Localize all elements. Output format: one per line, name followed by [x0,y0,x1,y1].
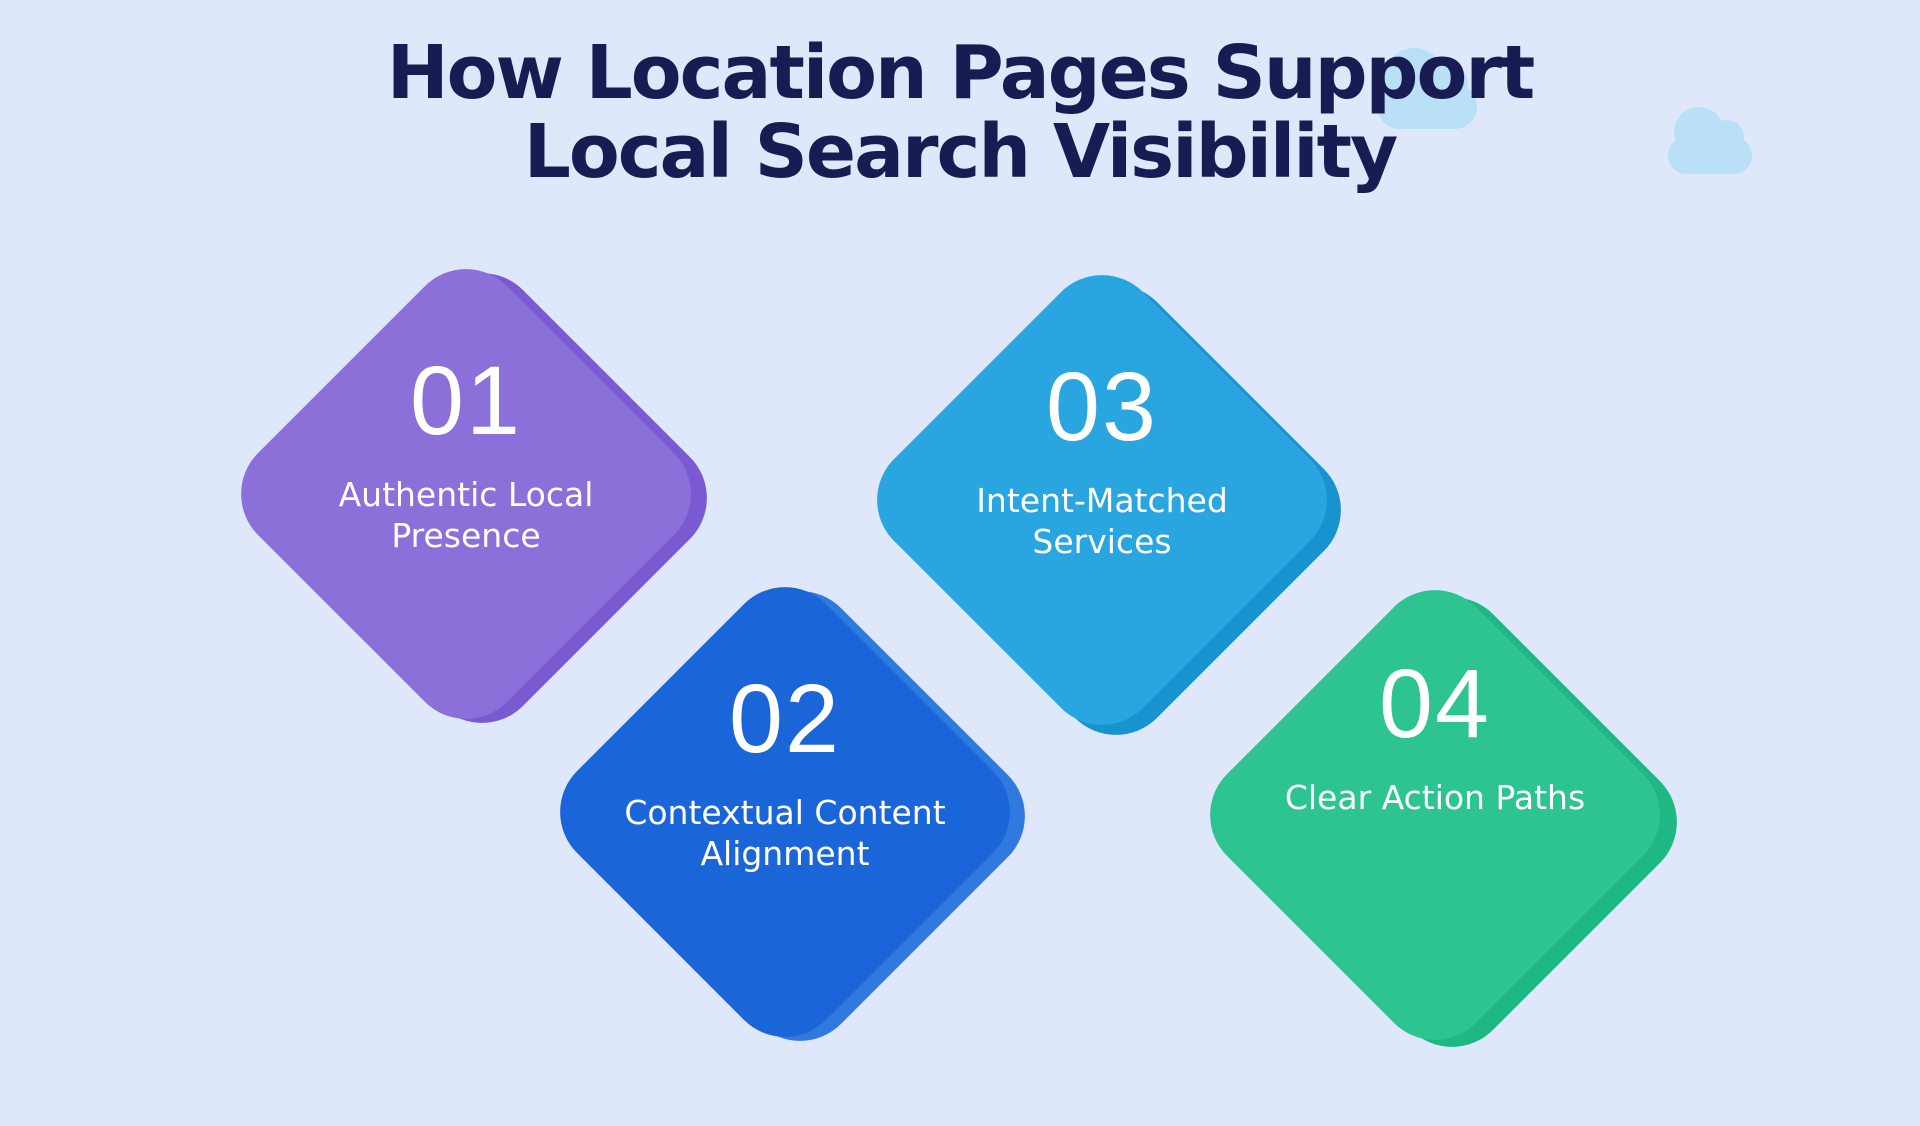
step-label: Authentic Local Presence [338,475,594,555]
cloud-icon [1377,48,1477,129]
step-content: 01 Authentic Local Presence [290,278,642,630]
step-label: Contextual Content Alignment [624,793,946,873]
step-number: 04 [1379,649,1491,759]
page-title-line2: Local Search Visibility [523,109,1399,196]
step-diamond-04: 04 Clear Action Paths [1186,566,1701,1071]
step-number: 02 [729,664,841,774]
cloud-icon [1668,107,1752,174]
step-label: Intent-Matched Services [976,481,1228,561]
step-diamond-01: 01 Authentic Local Presence [217,245,731,747]
step-label: Clear Action Paths [1284,778,1586,818]
step-content: 02 Contextual Content Alignment [609,596,961,948]
step-content: 04 Clear Action Paths [1259,561,1611,913]
page-title: How Location Pages Support Local Search … [0,30,1920,196]
step-content: 03 Intent-Matched Services [926,284,1278,636]
step-diamond-03: 03 Intent-Matched Services [853,251,1365,759]
step-diamond-02: 02 Contextual Content Alignment [536,563,1049,1065]
page-title-line1: How Location Pages Support [386,30,1536,116]
step-number: 03 [1046,352,1158,462]
step-number: 01 [410,346,522,456]
